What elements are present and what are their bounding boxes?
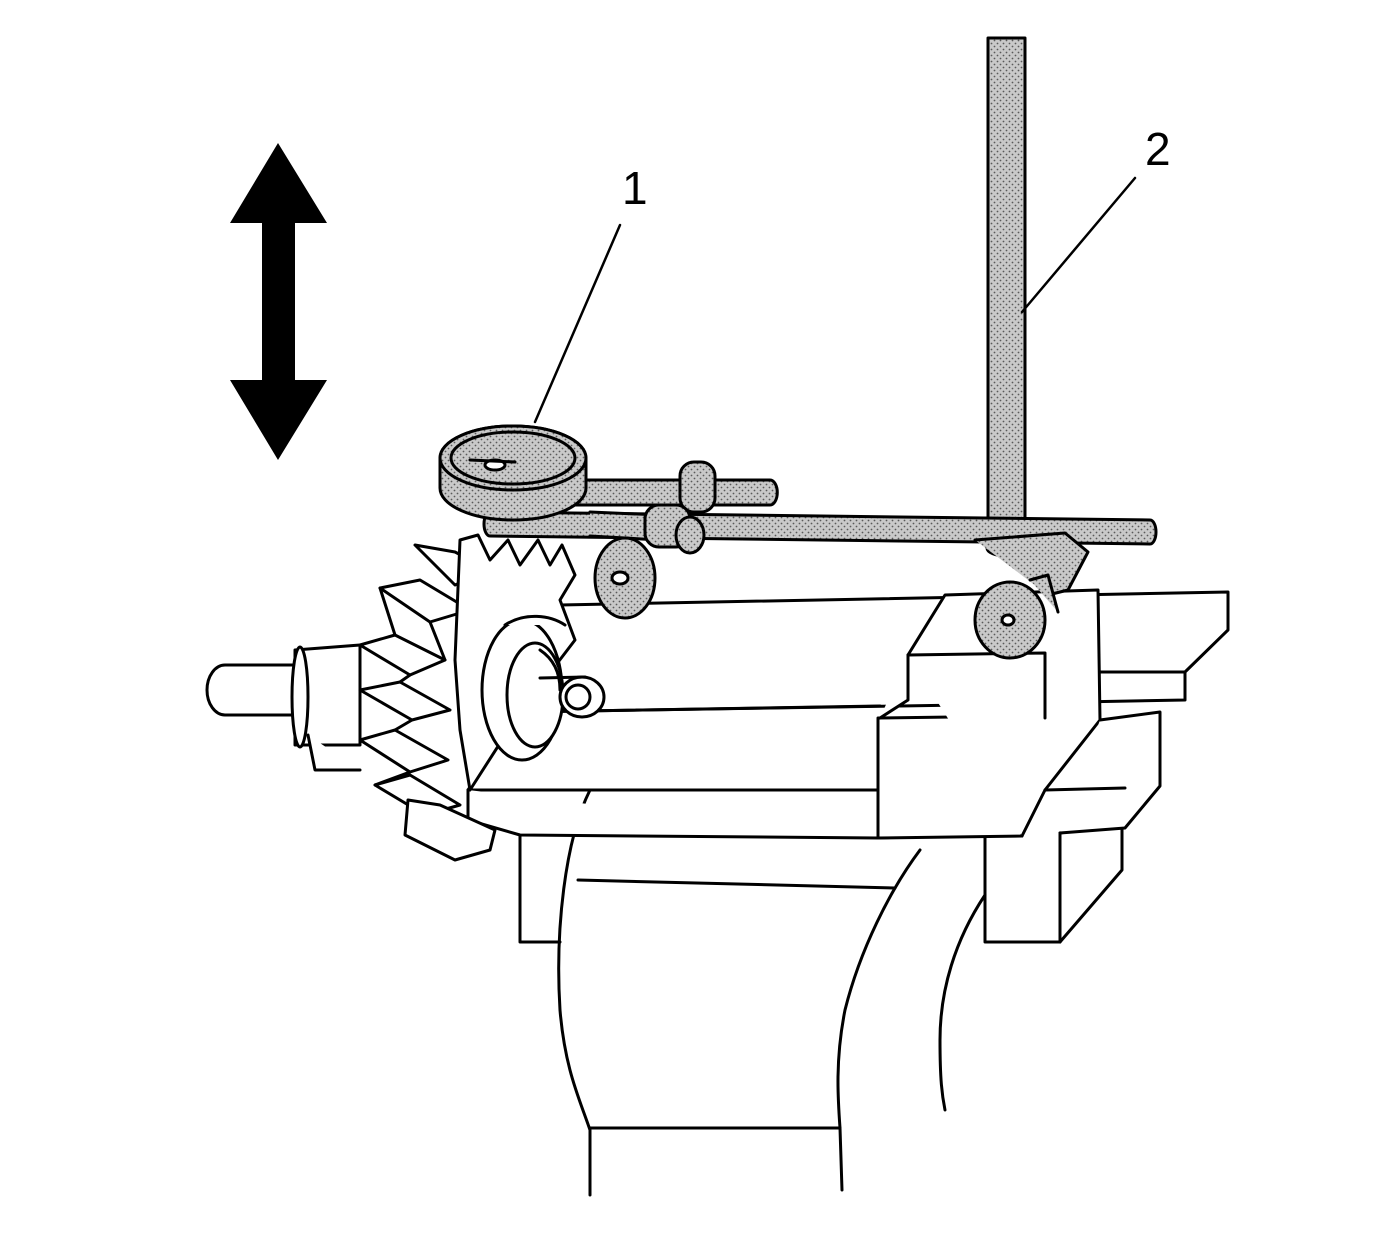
vise-body: [466, 588, 1230, 840]
rod-clamps: [593, 460, 1090, 660]
double-vertical-arrow-icon: [230, 143, 327, 460]
dial-indicator: [438, 424, 588, 522]
vise-pedestal: [518, 788, 1124, 1197]
callout-1-label: 1: [622, 162, 648, 214]
callout-2-label: 2: [1145, 123, 1171, 175]
callout-2-leader: [1020, 176, 1137, 314]
ring-gear: [453, 533, 606, 792]
pinion-shaft: [205, 643, 362, 772]
callout-leaders: [533, 176, 1137, 424]
bevel-gear: [358, 543, 497, 862]
callout-1-leader: [533, 223, 622, 424]
magnetic-base-rod: [985, 36, 1027, 558]
